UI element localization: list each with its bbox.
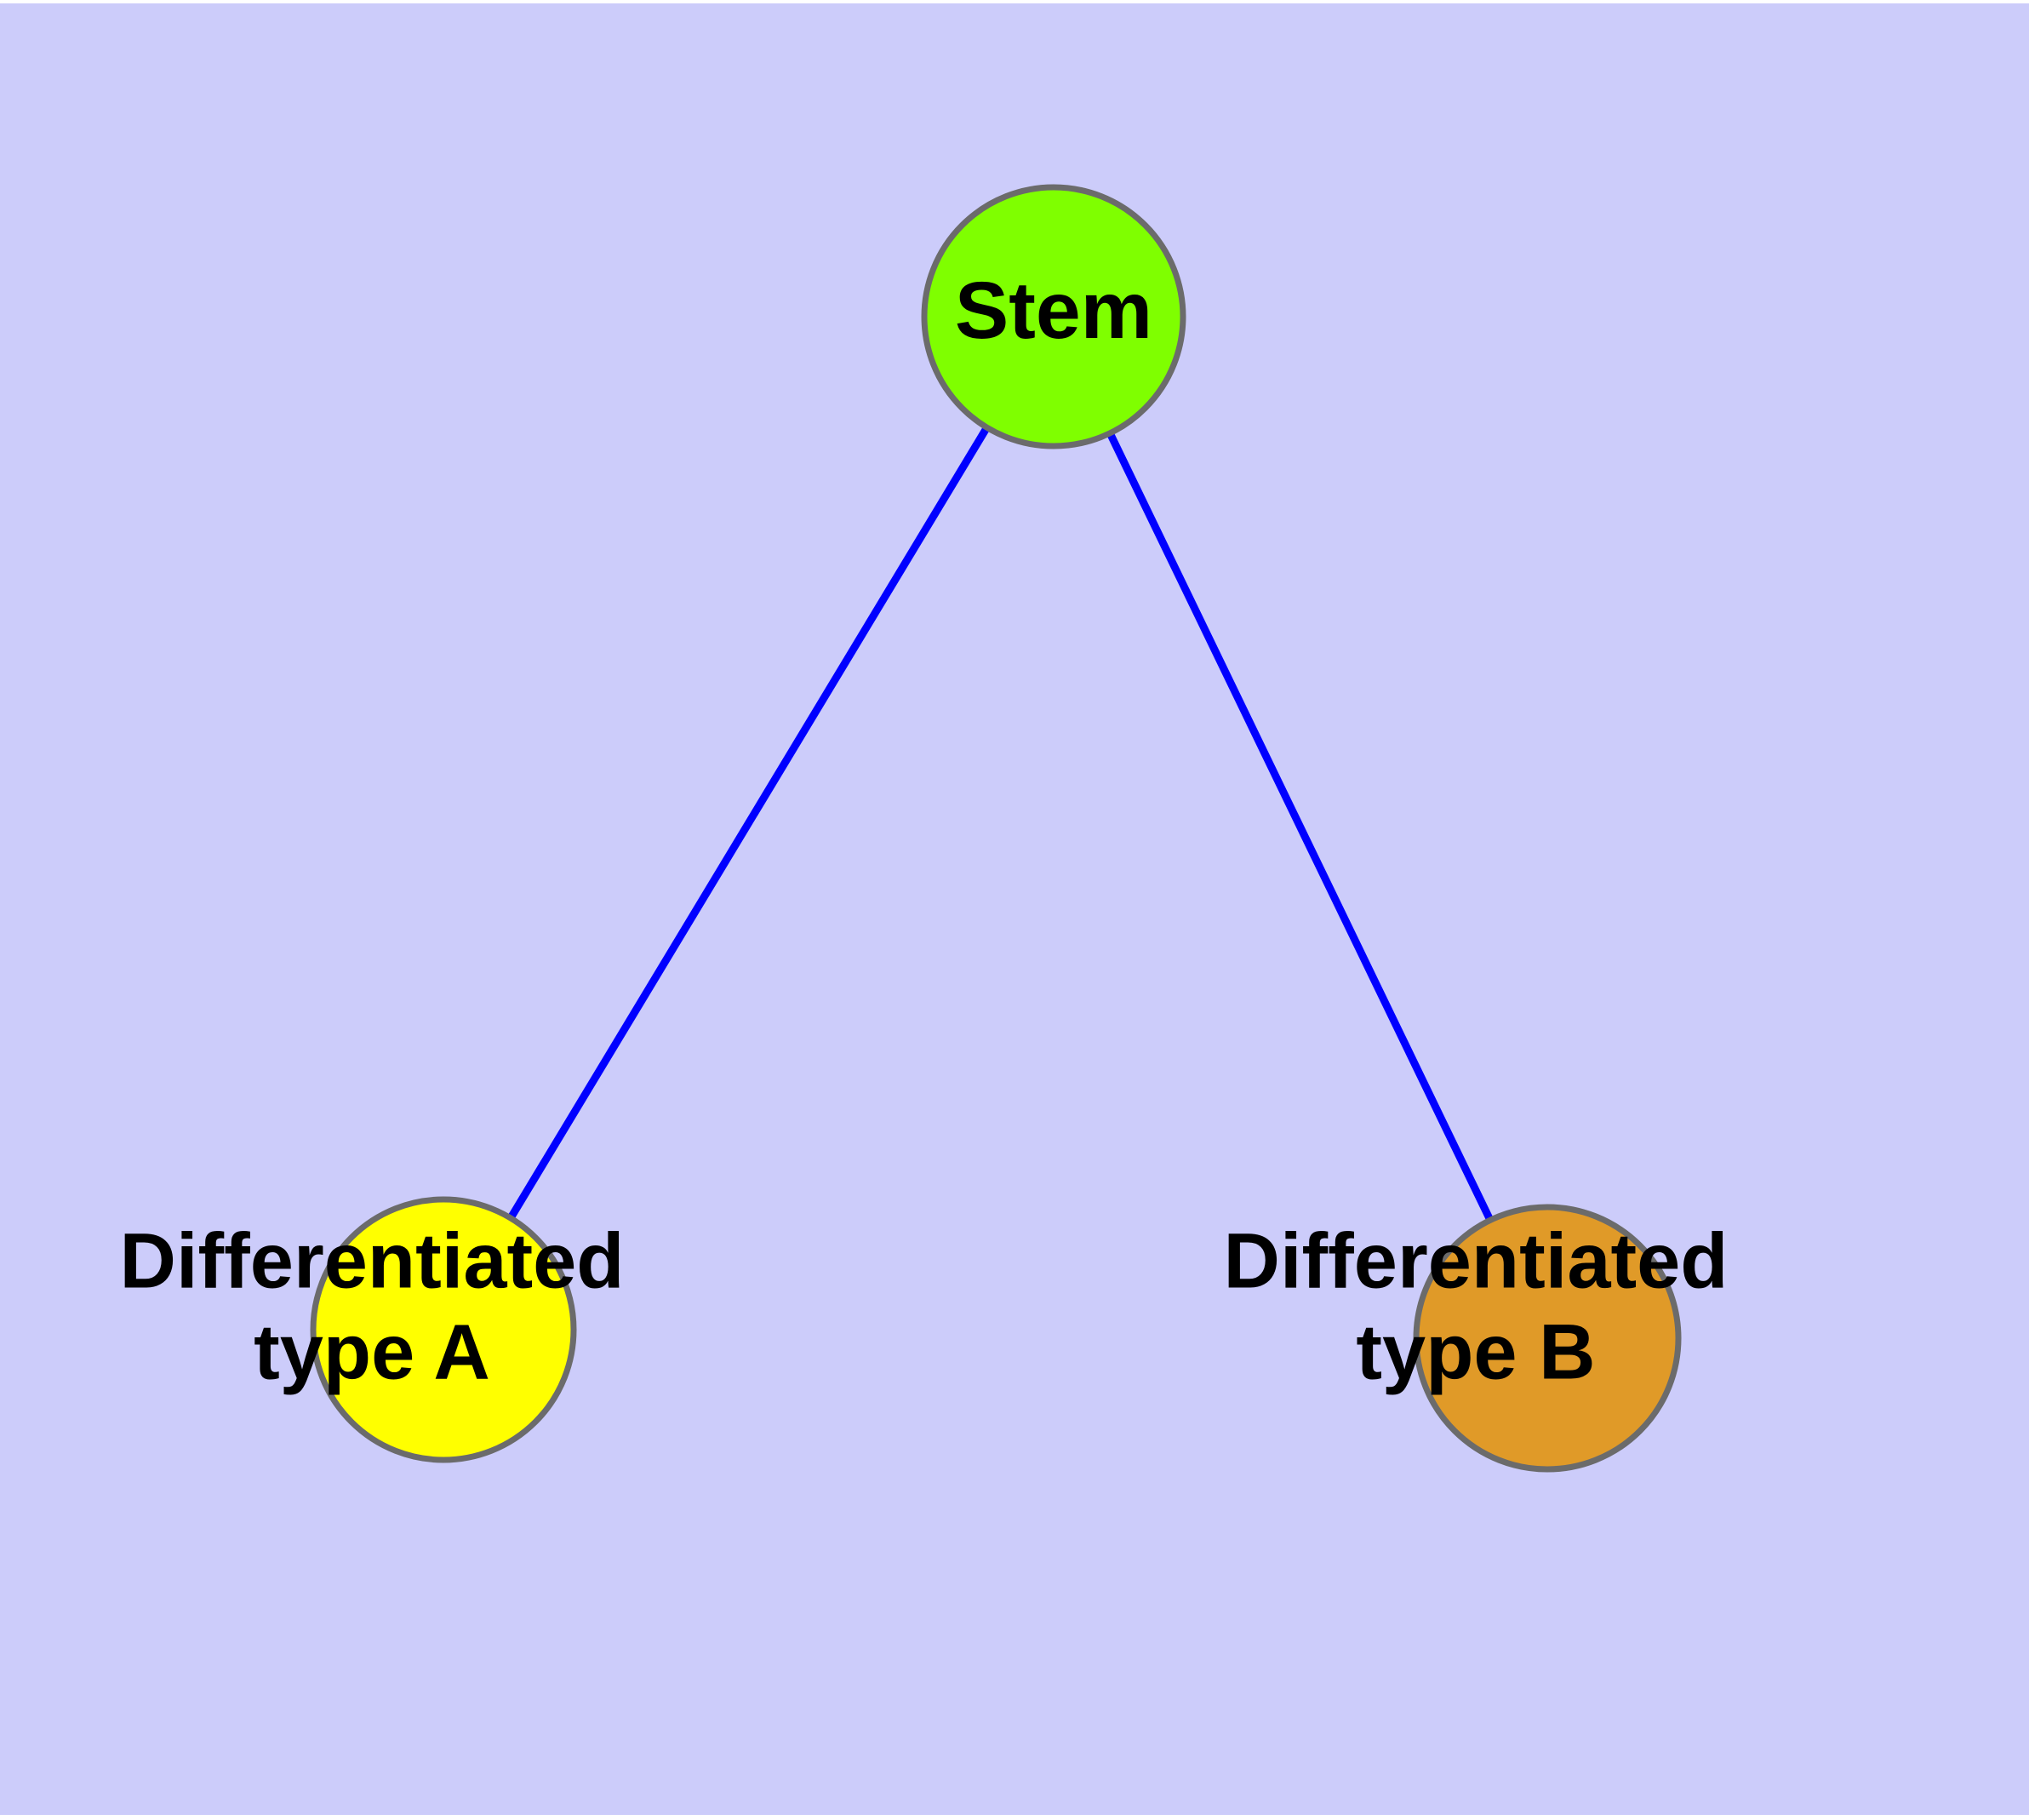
node-label-line: Differentiated bbox=[120, 1218, 625, 1305]
node-layer bbox=[310, 184, 1682, 1473]
edge-layer bbox=[440, 314, 1552, 1340]
node-label-line: Stem bbox=[955, 266, 1152, 356]
graph-node-diff_a[interactable] bbox=[310, 1196, 577, 1463]
edge-stem-diff-a[interactable] bbox=[440, 314, 1057, 1332]
graph-node-diff_b[interactable] bbox=[1413, 1204, 1682, 1473]
graph-node-stem[interactable] bbox=[921, 184, 1186, 449]
node-label-stem: Stem bbox=[955, 266, 1152, 356]
edge-stem-diff-b[interactable] bbox=[1049, 315, 1552, 1340]
node-label-line: type A bbox=[254, 1309, 490, 1396]
node-label-line: Differentiated bbox=[1224, 1218, 1729, 1305]
node-label-line: type B bbox=[1356, 1309, 1595, 1396]
